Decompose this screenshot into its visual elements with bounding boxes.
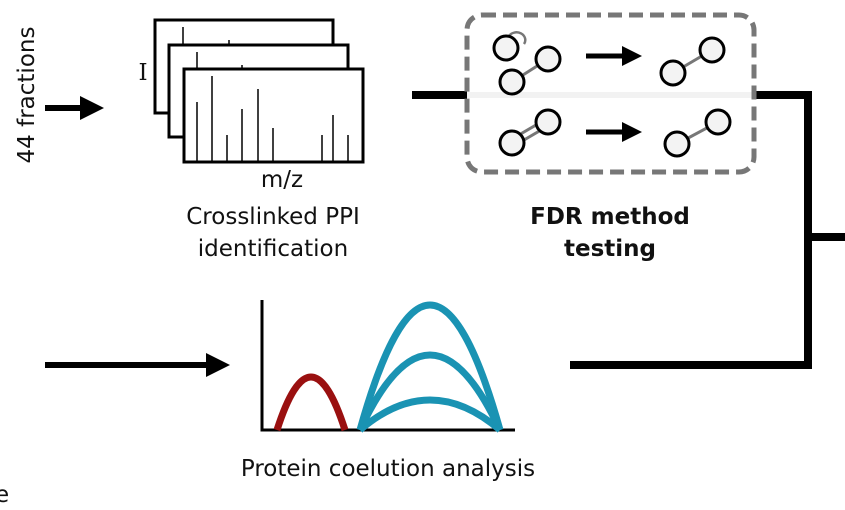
fdr-caption-line2: testing: [564, 236, 656, 262]
coelution-plot: [260, 300, 515, 433]
ms-spectra-icon: [153, 18, 365, 164]
ms-caption-line1: Crosslinked PPI: [186, 204, 360, 230]
fdr-dashed-box: [464, 12, 757, 175]
connector-bracket: [570, 91, 845, 369]
crosslink-network-icon: [492, 31, 732, 158]
fdr-caption-line1: FDR method: [530, 204, 690, 230]
coelution-caption: Protein coelution analysis: [241, 456, 535, 482]
ms-caption-line2: identification: [198, 236, 348, 262]
blue-elution-peak-low: [357, 396, 503, 433]
blue-elution-peak-mid: [356, 351, 504, 432]
red-elution-peak: [273, 373, 349, 432]
clipped-edge-text: e: [0, 482, 9, 508]
fractions-label: 44 fractions: [14, 27, 40, 164]
intensity-axis-label: I: [138, 60, 147, 86]
blue-elution-peak-high: [356, 301, 504, 431]
mz-axis-label: m/z: [261, 167, 303, 193]
